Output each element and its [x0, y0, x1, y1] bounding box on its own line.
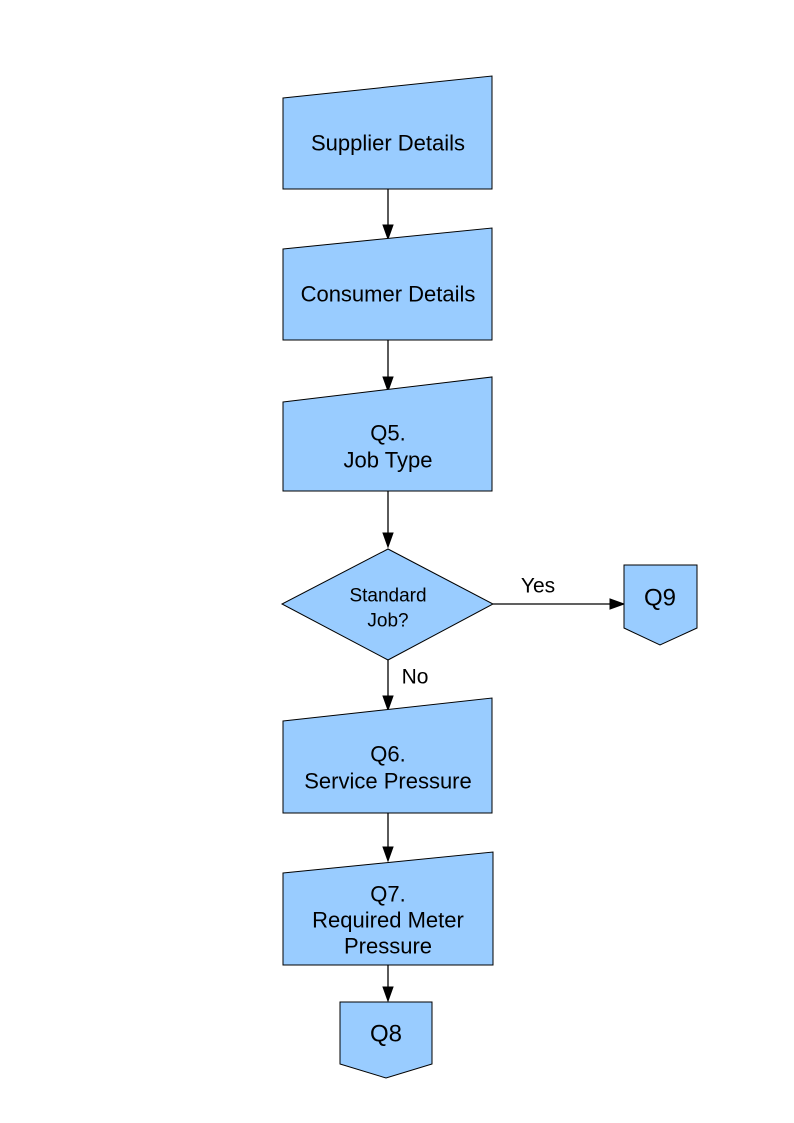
yes-edge-label: Yes [521, 575, 555, 598]
q6-service-pressure-node: Q6. Service Pressure [282, 697, 493, 814]
consumer-details-node: Consumer Details [282, 227, 493, 341]
q5-job-type-node: Q5. Job Type [282, 376, 493, 492]
arrowhead-right-icon [609, 598, 626, 610]
connector-decision-to-q6: No [382, 660, 429, 712]
arrowhead-down-icon [382, 846, 394, 863]
arrowhead-down-icon [382, 376, 394, 393]
q9-offpage-connector-node: Q9 [623, 564, 698, 646]
q8-offpage-connector-shape [339, 1001, 433, 1079]
arrowhead-down-icon [382, 986, 394, 1003]
q9-offpage-connector-shape [623, 564, 698, 646]
arrowhead-down-icon [382, 224, 394, 241]
q6-label-line1: Q6. [370, 742, 405, 767]
arrowhead-down-icon [382, 695, 394, 712]
connector-q6-to-q7 [382, 813, 394, 863]
no-edge-label: No [402, 666, 429, 689]
decision-label-line1: Standard [349, 586, 426, 607]
q5-label-line2: Job Type [344, 448, 433, 473]
consumer-details-label: Consumer Details [301, 282, 476, 307]
connector-consumer-to-q5 [382, 340, 394, 393]
q7-label-line3: Pressure [344, 934, 432, 959]
connector-decision-to-q9: Yes [493, 575, 626, 610]
supplier-details-shape [282, 75, 493, 190]
q7-label-line2: Required Meter [312, 908, 464, 933]
supplier-details-label: Supplier Details [311, 131, 465, 156]
connector-supplier-to-consumer [382, 189, 394, 241]
q9-label: Q9 [644, 585, 676, 612]
q6-service-pressure-shape [282, 697, 493, 814]
q7-label-line1: Q7. [370, 882, 405, 907]
standard-job-decision-node: Standard Job? [280, 548, 495, 661]
decision-label-line2: Job? [367, 611, 408, 632]
q5-job-type-shape [282, 376, 493, 492]
consumer-details-shape [282, 227, 493, 341]
arrowhead-down-icon [382, 532, 394, 549]
connector-q7-to-q8 [382, 965, 394, 1003]
supplier-details-node: Supplier Details [282, 75, 493, 190]
q8-label: Q8 [370, 1021, 402, 1048]
q7-required-meter-pressure-shape [282, 851, 494, 966]
connector-q5-to-decision [382, 491, 394, 549]
q7-required-meter-pressure-node: Q7. Required Meter Pressure [282, 851, 494, 966]
q6-label-line2: Service Pressure [304, 769, 472, 794]
q5-label-line1: Q5. [370, 421, 405, 446]
q8-offpage-connector-node: Q8 [339, 1001, 433, 1079]
